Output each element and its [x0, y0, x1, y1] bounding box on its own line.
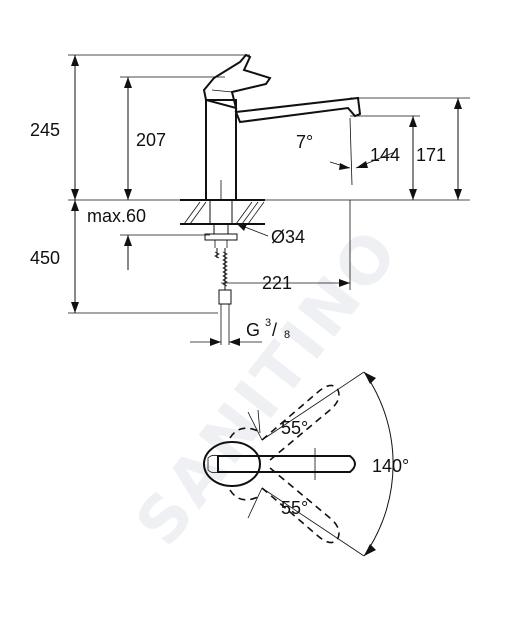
dimension-line-max60 — [124, 235, 132, 270]
label-total-height: 245 — [30, 120, 60, 140]
faucet-elevation — [202, 53, 362, 201]
label-lever-angle-down: 55° — [281, 498, 308, 518]
dimension-line-450 — [71, 200, 79, 313]
dimension-line-144 — [409, 116, 417, 200]
label-spout-angle: 7° — [296, 132, 313, 152]
countertop-section — [180, 199, 265, 345]
watermark: SANITINO — [122, 214, 415, 559]
connection-numerator: 3 — [265, 317, 271, 329]
dimension-line-221 — [221, 200, 351, 290]
connection-slash: / — [272, 320, 277, 340]
label-deck-thickness: max.60 — [87, 206, 146, 226]
label-outlet-height: 144 — [370, 145, 400, 165]
label-hose-length: 450 — [30, 248, 60, 268]
label-lever-angle-up: 55° — [281, 418, 308, 438]
label-hole-diameter: Ø34 — [271, 227, 305, 247]
label-outlet-height-total: 171 — [416, 145, 446, 165]
dimension-line-245 — [71, 55, 79, 200]
side-elevation-view: 245 207 7° 144 171 max.60 Ø34 450 221 G … — [30, 53, 470, 346]
connection-denominator: 8 — [284, 329, 290, 341]
label-connection-thread: G 3 / 8 — [246, 317, 290, 341]
connection-prefix: G — [246, 320, 260, 340]
label-swivel-angle: 140° — [372, 456, 409, 476]
label-reach: 221 — [262, 273, 292, 293]
plan-view: 55° 55° 140° — [203, 371, 409, 557]
dimension-line-207 — [124, 77, 132, 200]
dimension-line-171 — [454, 98, 462, 200]
label-spout-height: 207 — [136, 130, 166, 150]
